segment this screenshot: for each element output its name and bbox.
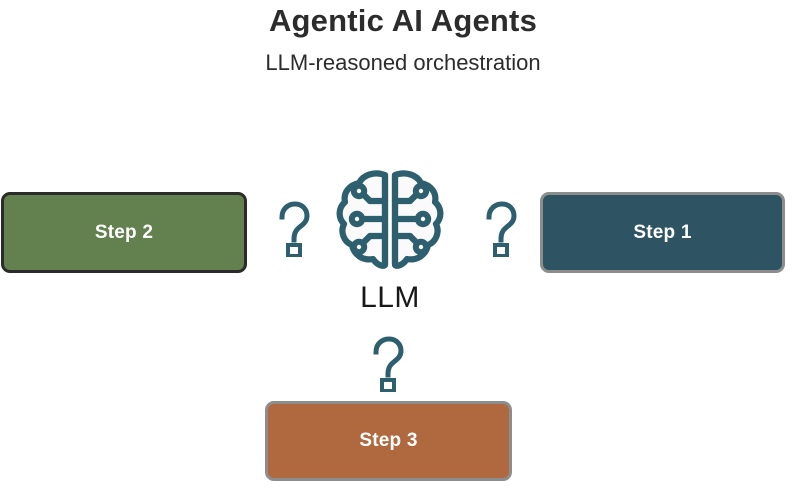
step-box-step2[interactable]: Step 2 — [1, 192, 247, 273]
page-title: Agentic AI Agents — [268, 3, 538, 38]
step-box-step3[interactable]: Step 3 — [265, 401, 512, 481]
llm-label: LLM — [360, 281, 420, 314]
step-box-label: Step 3 — [359, 430, 418, 451]
step-box-label: Step 2 — [94, 221, 154, 243]
page-subtitle: LLM-reasoned orchestration — [265, 50, 541, 75]
step-box-step1[interactable]: Step 1 — [540, 192, 785, 273]
question-mark-icon — [371, 336, 405, 393]
step-box-label: Step 1 — [633, 221, 692, 243]
question-mark-icon — [484, 201, 518, 258]
question-mark-icon — [277, 201, 311, 258]
brain-circuit-icon — [330, 160, 450, 280]
